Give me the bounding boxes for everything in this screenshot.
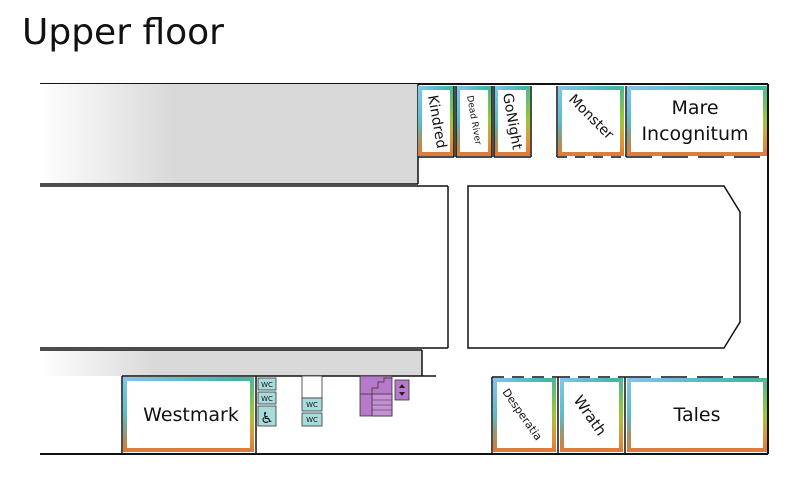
central-left-block xyxy=(40,185,449,349)
page-title: Upper floor xyxy=(22,12,224,53)
restroom-group-2: WC WC xyxy=(301,375,323,427)
wheelchair-icon: ♿ xyxy=(257,405,277,427)
room-label-gonight: GoNight xyxy=(499,92,525,151)
room-desperatia[interactable]: Desperatia xyxy=(491,376,559,454)
lower-void-area xyxy=(40,350,422,376)
wc-box xyxy=(301,412,323,427)
wc-label: WC xyxy=(306,416,318,424)
svg-text:♿: ♿ xyxy=(260,409,273,427)
room-label-mare-line2: Incognitum xyxy=(641,123,748,145)
wc-label: WC xyxy=(261,381,273,389)
room-monster[interactable]: Monster xyxy=(556,86,625,158)
room-wrath[interactable]: Wrath xyxy=(558,376,626,454)
wc-label: WC xyxy=(306,401,318,409)
wc-label: WC xyxy=(261,395,273,403)
wc-box xyxy=(301,397,323,412)
wc-box xyxy=(257,377,277,391)
room-tales[interactable]: Tales xyxy=(625,376,768,452)
room-label-mare-line1: Mare xyxy=(671,97,718,119)
room-dead-river[interactable]: Dead River xyxy=(455,86,493,158)
room-label-kindred: Kindred xyxy=(424,94,449,150)
room-label-wrath: Wrath xyxy=(570,392,611,439)
room-label-desperatia: Desperatia xyxy=(500,386,545,443)
upper-void-area xyxy=(40,84,418,184)
room-label-dead-river: Dead River xyxy=(464,95,483,146)
central-hall xyxy=(467,185,741,349)
room-kindred[interactable]: Kindred xyxy=(418,86,455,158)
stairs-icon xyxy=(359,375,393,417)
room-westmark[interactable]: Westmark xyxy=(121,376,257,454)
elevator-icon xyxy=(394,379,410,401)
wc-box xyxy=(257,391,277,405)
room-mare-incognitum[interactable]: Mare Incognitum xyxy=(625,86,768,158)
room-label-westmark: Westmark xyxy=(143,404,239,426)
room-gonight[interactable]: GoNight xyxy=(493,86,532,158)
room-label-tales: Tales xyxy=(673,404,721,426)
room-label-monster: Monster xyxy=(565,92,617,144)
restroom-group-1: WC WC ♿ xyxy=(257,377,277,427)
